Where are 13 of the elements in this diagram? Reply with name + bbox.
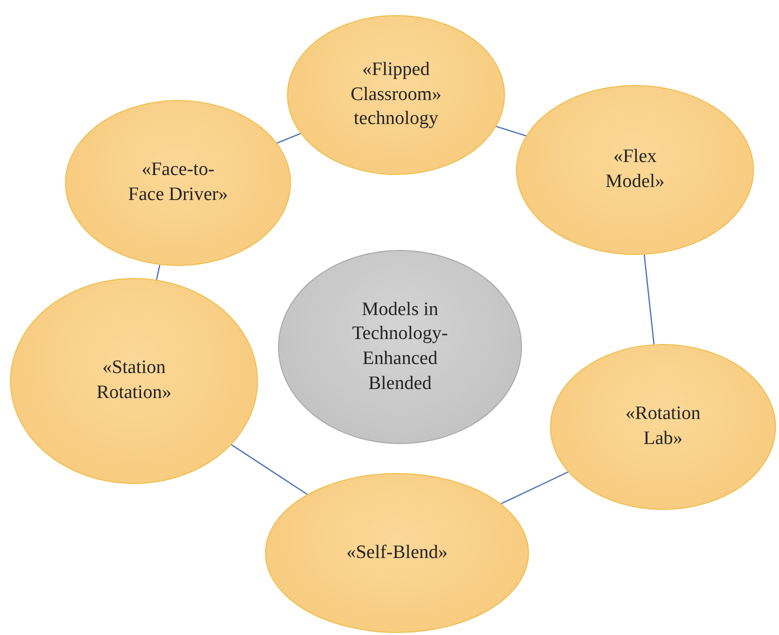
connector-line xyxy=(231,444,308,495)
connector-line xyxy=(276,133,301,144)
connector-line xyxy=(496,126,526,136)
model-label: «Face-to-Face Driver» xyxy=(127,158,229,207)
connector-line xyxy=(644,254,655,344)
connector-line xyxy=(156,264,160,280)
model-label: «Flipped Classroom» technology xyxy=(350,58,442,132)
model-label: «Self-Blend» xyxy=(346,540,448,565)
model-label: «Flex Model» xyxy=(604,145,666,194)
model-label: «Rotation Lab» xyxy=(624,402,702,451)
center-title: Models in Technology-Enhanced Blended xyxy=(351,298,449,396)
connector-line xyxy=(500,471,568,504)
model-label: «Station Rotation» xyxy=(96,356,172,405)
